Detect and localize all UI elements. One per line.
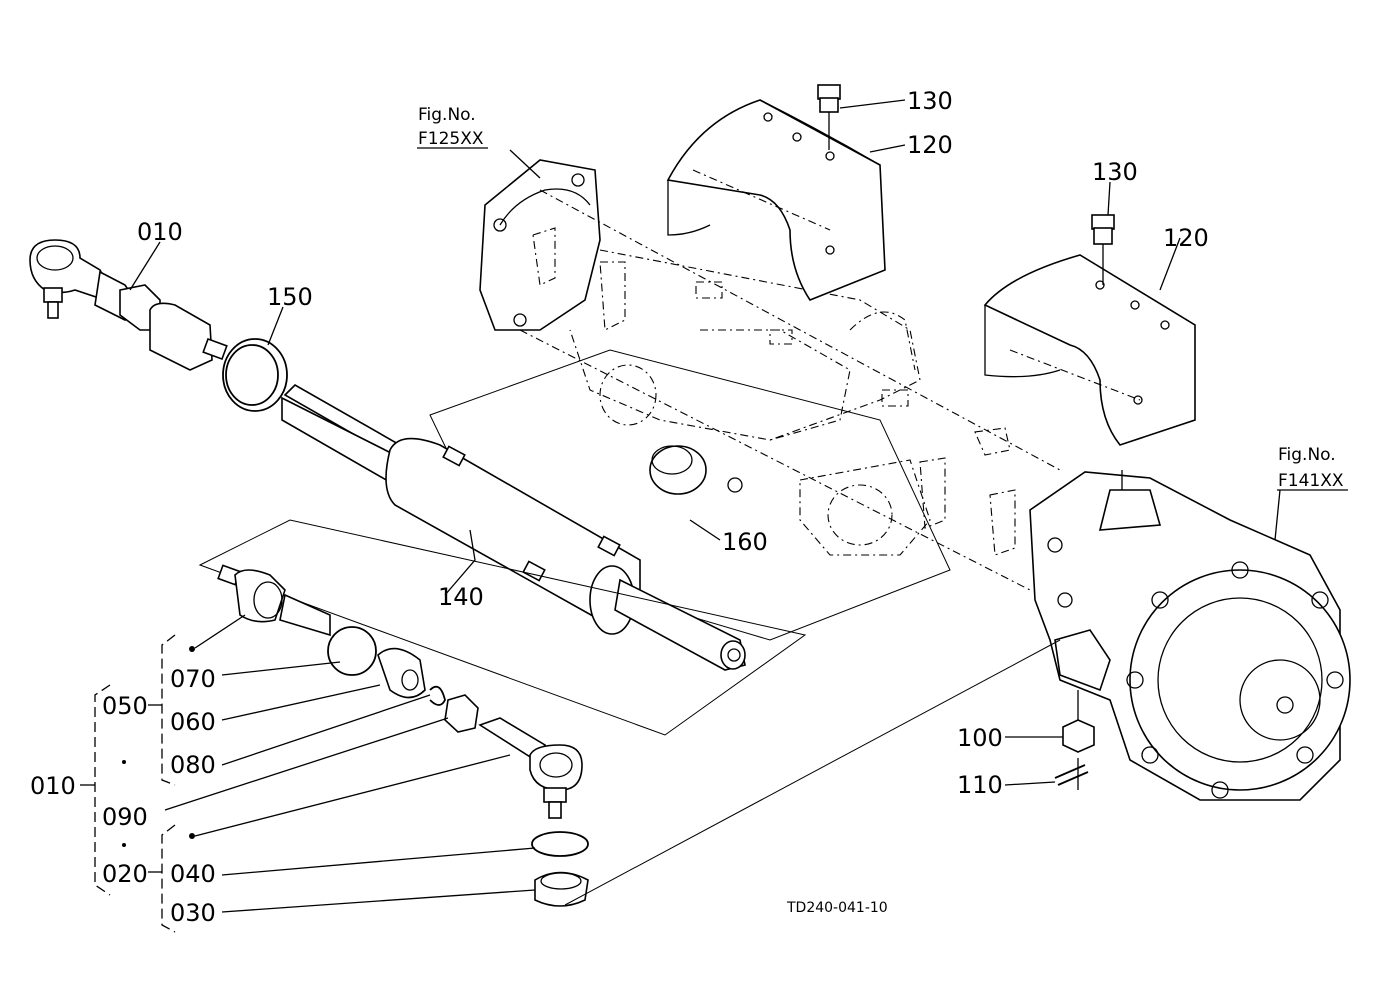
bolt-130-right [1091,214,1115,285]
o-ring-060 [327,626,377,676]
dust-cover-030 [534,871,589,907]
steering-cylinder [281,384,746,671]
drawing-code: TD240-041-10 [786,900,888,916]
label-010-top: 010 [137,218,183,246]
label-130-right: 130 [1092,158,1138,186]
label-050: 050 [102,692,148,720]
figure-ref-f141[interactable]: Fig.No. F141XX [1278,445,1344,491]
label-010-group: 010 [30,772,76,800]
boot-060 [377,647,426,699]
label-030: 030 [170,899,216,927]
outer-tie-rod-end-020 [478,717,583,819]
label-020: 020 [102,860,148,888]
nut-090 [444,694,479,733]
figure-ref-f125[interactable]: Fig.No. F125XX [418,105,484,149]
label-080: 080 [170,751,216,779]
final-drive-case [1029,470,1351,801]
label-120-left: 120 [907,131,953,159]
figure-ref-f125-line2: F125XX [418,129,484,149]
guard-plate-right [983,254,1196,446]
figure-ref-f141-line1: Fig.No. [1278,445,1336,465]
label-140: 140 [438,583,484,611]
label-090: 090 [102,803,148,831]
figure-ref-f141-line2: F141XX [1278,471,1344,491]
tie-rod-end-010 [29,239,228,371]
label-130-left: 130 [907,87,953,115]
label-110: 110 [957,771,1003,799]
label-070: 070 [170,665,216,693]
leader-lines [129,99,1348,913]
bolt-130-left [817,84,841,150]
axle-housing [429,159,1061,641]
cotter-pin-110 [1054,758,1089,790]
label-040: 040 [170,860,216,888]
snap-ring-150 [222,338,288,412]
label-160: 160 [722,528,768,556]
figure-ref-f125-line1: Fig.No. [418,105,476,125]
guard-plate-left [666,99,886,301]
clip-080 [429,685,446,706]
label-120-right: 120 [1163,224,1209,252]
group-brackets [80,634,195,933]
label-150: 150 [267,283,313,311]
label-100: 100 [957,724,1003,752]
nut-100 [1062,719,1095,753]
inner-ball-joint-070 [217,564,331,637]
o-ring-040 [531,831,589,857]
label-060: 060 [170,708,216,736]
hub-bolts [1126,561,1344,799]
